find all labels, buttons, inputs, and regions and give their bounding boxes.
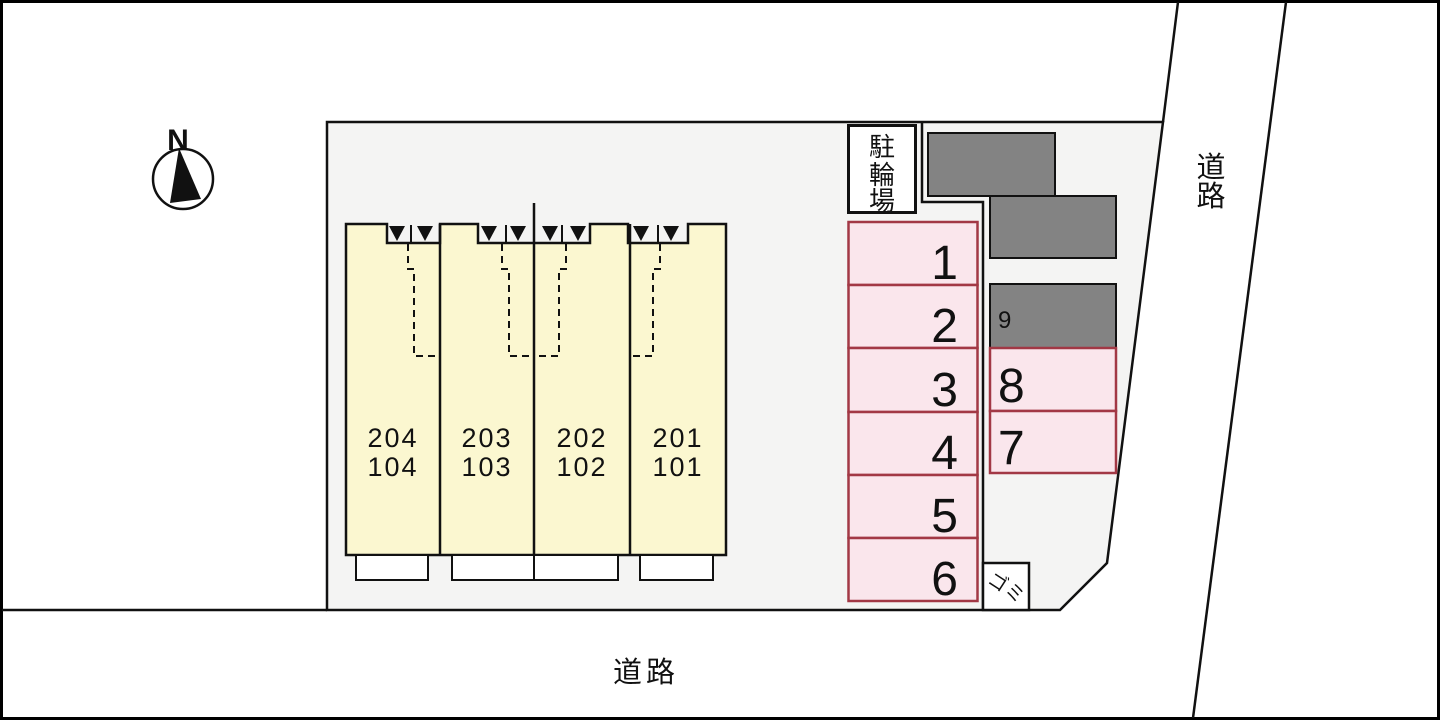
bicycle-parking-label-char: 輪	[869, 160, 895, 190]
porch	[451, 554, 535, 581]
unit-label-101: 101	[652, 452, 703, 482]
parking-spot-3	[847, 346, 979, 414]
parking-spot-6-label: 6	[931, 553, 958, 606]
parking-spot-1	[847, 220, 979, 287]
parking-spot-8	[988, 346, 1118, 413]
garbage-box	[981, 561, 1031, 612]
bicycle-parking-label-char: 駐	[869, 132, 895, 162]
road-right-outer-line	[1191, 1, 1288, 719]
apartment-building	[344, 222, 728, 557]
compass-needle	[170, 148, 201, 203]
gray-structure-1	[927, 132, 1056, 197]
corridor-dashed-201	[632, 244, 661, 357]
parking-spot-6	[847, 536, 979, 603]
parking-spot-7-label: 7	[998, 422, 1025, 475]
entrance-arrow-icon	[389, 226, 405, 241]
road-label-right-char: 道	[1196, 151, 1229, 184]
corridor-dashed-203	[501, 244, 532, 357]
entrance-arrow-icon	[633, 226, 649, 241]
road-label-right-char: 路	[1196, 180, 1229, 213]
parking-spot-2-label: 2	[931, 300, 958, 353]
parking-spot-5	[847, 473, 979, 540]
compass-north-label: N	[167, 124, 189, 157]
bicycle-parking-box	[847, 124, 917, 214]
covered-parking-spot-9	[989, 283, 1117, 349]
entrance-arrow-icon	[663, 226, 679, 241]
parking-spot-4-label: 4	[931, 427, 958, 480]
corridor-dashed-202	[536, 244, 567, 357]
entrance-arrow-icon	[570, 226, 586, 241]
unit-label-103: 103	[461, 452, 512, 482]
porch	[639, 554, 714, 581]
gray-structure-2	[989, 195, 1117, 259]
unit-label-201: 201	[652, 423, 703, 453]
porch	[355, 554, 429, 581]
road-label-bottom: 道路	[613, 656, 679, 689]
porch	[533, 554, 619, 581]
parking-spot-9-label: 9	[998, 307, 1011, 334]
parking-spot-1-label: 1	[931, 237, 958, 290]
unit-label-203: 203	[461, 423, 512, 453]
parking-spot-4	[847, 410, 979, 477]
bicycle-parking-label-char: 場	[869, 186, 895, 216]
parking-spot-8-label: 8	[998, 360, 1025, 413]
entrance-arrow-icon	[510, 226, 526, 241]
parking-spot-2	[847, 283, 979, 350]
entrance-arrow-icon	[417, 226, 433, 241]
corridor-dashed-204	[407, 244, 436, 357]
unit-label-104: 104	[367, 452, 418, 482]
parking-spot-3-label: 3	[931, 364, 958, 417]
unit-label-204: 204	[367, 423, 418, 453]
entrance-arrow-icon	[542, 226, 558, 241]
parking-spot-7	[988, 409, 1118, 475]
entrance-arrow-icon	[481, 226, 497, 241]
parking-area-division-line	[920, 123, 985, 609]
road-right-inner-line	[1161, 1, 1180, 123]
parking-spot-5-label: 5	[931, 490, 958, 543]
unit-label-102: 102	[556, 452, 607, 482]
unit-label-202: 202	[556, 423, 607, 453]
compass-north-icon: N	[151, 124, 215, 211]
